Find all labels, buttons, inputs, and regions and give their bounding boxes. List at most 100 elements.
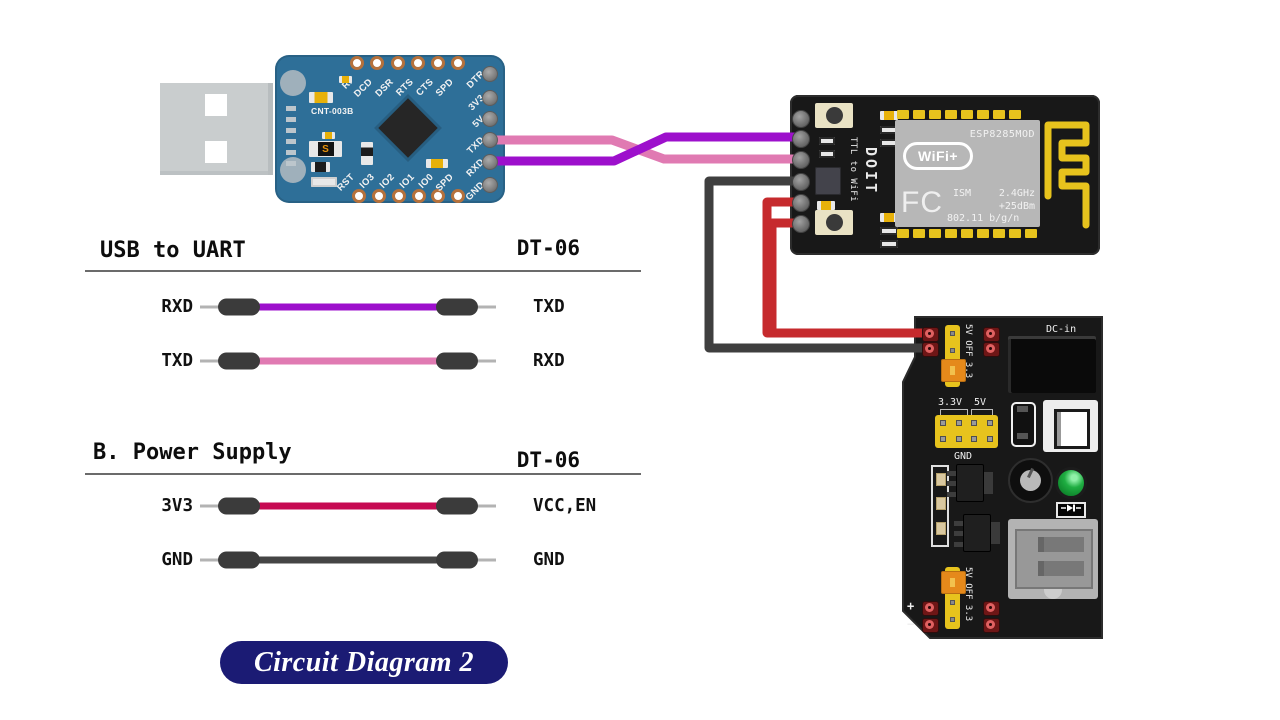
plus-label: + <box>907 599 915 613</box>
usb-uart-board: RI DCD DSR RTS CTS SPD RST IO3 IO2 IO1 I… <box>275 55 505 203</box>
pin-hole <box>391 56 405 70</box>
usb-input-connector <box>1043 400 1098 452</box>
rail-3v3-label: 3.3V <box>938 397 963 408</box>
pin-hole <box>350 56 364 70</box>
table2-row2-wire <box>200 551 496 569</box>
pin-hole <box>372 189 386 203</box>
smd-component: S <box>309 141 342 157</box>
table1-row1-wire <box>200 298 496 316</box>
smd-component <box>880 111 898 120</box>
dt06-board: TTL to WiFi DOIT ESP8285MOD WiFi+ FC ISM… <box>790 95 1100 255</box>
table2-row2-right: GND <box>533 550 565 570</box>
smd-column <box>931 465 949 547</box>
table1-left-header: USB to UART <box>100 238 246 263</box>
pin-hole <box>451 56 465 70</box>
table2-left-header: B. Power Supply <box>93 440 292 465</box>
usb-contact <box>286 128 296 133</box>
usb-a-plug <box>160 83 273 175</box>
jumper-cap <box>941 359 966 382</box>
table1-row1-right: TXD <box>533 297 565 317</box>
usb-a-port <box>1008 519 1098 599</box>
voltage-regulator <box>947 464 993 502</box>
usb-contact <box>286 139 296 144</box>
pin-hole <box>411 56 425 70</box>
capacitor <box>1011 402 1036 447</box>
table2-row1-left: 3V3 <box>161 496 193 516</box>
red-pad <box>983 601 1000 616</box>
rail-bracket <box>940 409 968 415</box>
smd-component <box>311 177 337 187</box>
wire-uart-rxd-to-dt06-txd <box>487 132 805 166</box>
usb-contact <box>286 106 296 111</box>
shield-model: ESP8285MOD <box>969 129 1035 140</box>
pin-hole <box>352 189 366 203</box>
smd-component <box>311 162 330 172</box>
table1-right-header: DT-06 <box>516 236 580 260</box>
silk-ttl-to-wifi: TTL to WiFi <box>848 137 858 203</box>
smd-component <box>880 126 898 134</box>
push-button <box>815 103 853 128</box>
table2-row1-right: VCC,EN <box>533 496 597 516</box>
smd-component <box>819 150 835 158</box>
usb-plug-hole <box>205 141 227 163</box>
shield-frequency: 2.4GHz <box>998 188 1035 199</box>
board-silk-label: CNT-003B <box>311 106 354 116</box>
potentiometer <box>1008 458 1053 503</box>
smd-component <box>426 159 448 168</box>
voltage-regulator <box>954 514 1000 552</box>
dc-jack <box>1008 336 1096 393</box>
diode-marker <box>1056 502 1086 518</box>
smd-component <box>819 137 835 145</box>
rail-bracket <box>971 409 993 415</box>
jumper-cap <box>941 571 966 594</box>
table1-row1-left: RXD <box>161 297 193 317</box>
pin-hole <box>392 189 406 203</box>
title-badge-label: Circuit Diagram 2 <box>253 646 475 678</box>
shield-band: ISM <box>953 188 972 199</box>
rail-5v-label: 5V <box>974 397 987 408</box>
shield-tx-power: +25dBm <box>998 201 1035 212</box>
antenna-trace <box>1044 121 1090 229</box>
smd-marking: S <box>317 142 334 156</box>
red-pad <box>983 342 1000 357</box>
red-pad <box>983 618 1000 633</box>
pin-hole <box>451 189 465 203</box>
power-led <box>1055 467 1087 499</box>
power-supply-board: 5V OFF 3.3 DC-in 3.3V 5V GND <box>900 315 1105 641</box>
pin-hole <box>431 56 445 70</box>
table-divider <box>85 473 641 475</box>
table1-row2-right: RXD <box>533 351 565 371</box>
dc-in-label: DC-in <box>1046 324 1077 335</box>
pin-hole <box>412 189 426 203</box>
smd-component <box>361 142 373 165</box>
usb-contact <box>286 117 296 122</box>
smd-component <box>339 76 352 83</box>
table2-row2-left: GND <box>161 550 193 570</box>
red-pad <box>922 601 939 616</box>
table2-row1-wire <box>200 497 496 515</box>
pin-hole <box>370 56 384 70</box>
wifi-logo: WiFi+ <box>903 142 974 170</box>
smd-component <box>309 92 333 103</box>
usb-contact <box>286 161 296 166</box>
usb-contact <box>286 150 296 155</box>
pin-hole <box>431 189 445 203</box>
smd-component <box>322 132 335 139</box>
jumper-label-bottom: 5V OFF 3.3 <box>963 567 973 622</box>
table1-row2-left: TXD <box>161 351 193 371</box>
rail-gnd-label: GND <box>954 451 973 462</box>
smd-component <box>880 139 898 147</box>
table2-right-header: DT-06 <box>516 448 580 472</box>
mount-hole <box>280 70 306 96</box>
usb-plug-hole <box>205 94 227 116</box>
table-divider <box>85 270 641 272</box>
jumper-label-top: 5V OFF 3.3 <box>963 324 973 379</box>
wire-uart-txd-to-dt06-rxd <box>487 135 805 164</box>
output-header <box>935 415 998 448</box>
shield-standard: 802.11 b/g/n <box>947 213 1020 224</box>
table1-row2-wire <box>200 352 496 370</box>
red-pad <box>922 618 939 633</box>
red-pad <box>983 327 1000 342</box>
minus-label: − <box>907 617 915 631</box>
